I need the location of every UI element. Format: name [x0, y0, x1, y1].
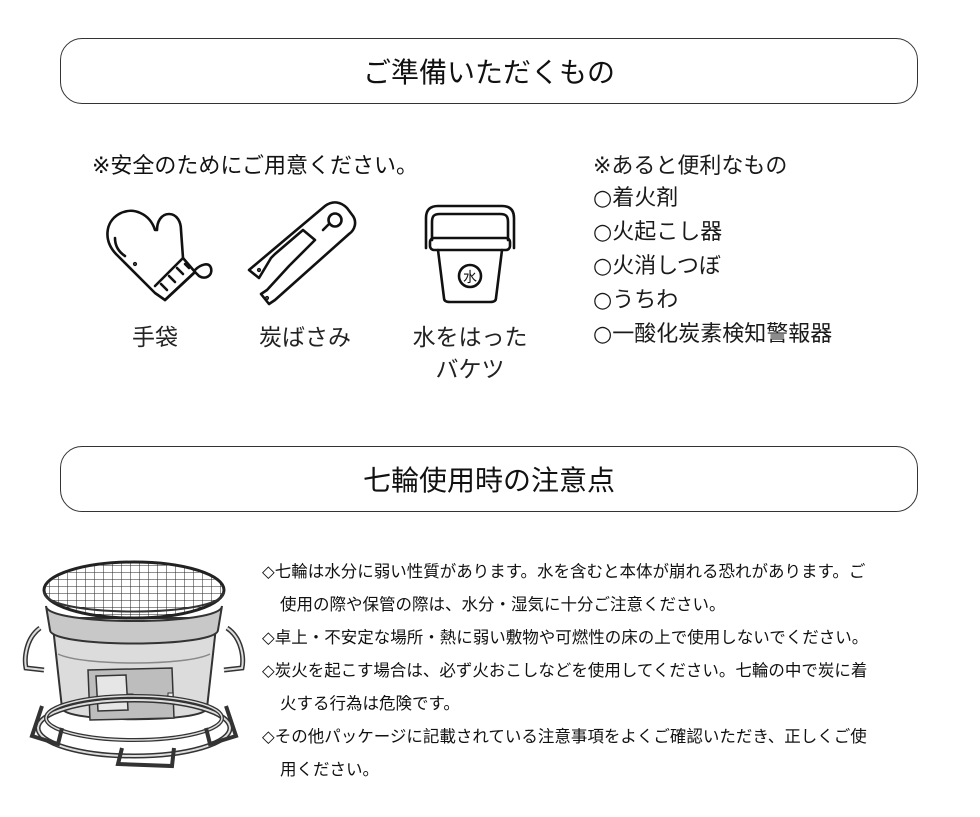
caution-item: ◇その他パッケージに記載されている注意事項をよくご確認いただき、正しくご使 用く…	[262, 720, 942, 786]
caution-text-cont: 使用の際や保管の際は、水分・湿気に十分ご注意ください。	[280, 595, 726, 614]
optional-items-list: ※あると便利なもの ○着火剤 ○火起こし器 ○火消しつぼ ○うちわ ○一酸化炭素…	[593, 148, 832, 352]
caution-text: ◇卓上・不安定な場所・熱に弱い敷物や可燃性の床の上で使用しないでください。	[262, 628, 869, 647]
caution-text-cont: 用ください。	[280, 760, 379, 779]
section-title: ご準備いただくもの	[362, 56, 615, 89]
water-bucket-icon: 水	[424, 204, 516, 304]
precautions-list: ◇七輪は水分に弱い性質があります。水を含むと本体が崩れる恐れがあります。ご 使用…	[262, 555, 942, 786]
caution-text: ◇炭火を起こす場合は、必ず火おこしなどを使用してください。七輪の中で炭に着	[262, 661, 868, 680]
optional-item: ○火消しつぼ	[593, 254, 721, 279]
tool-label-line2: バケツ	[435, 357, 505, 383]
tool-label-line1: 水をはった	[412, 325, 528, 351]
tool-label: 手袋	[132, 325, 178, 351]
section-banner-preparation: ご準備いただくもの	[60, 38, 918, 104]
optional-item: ○うちわ	[593, 288, 679, 313]
safety-note: ※安全のためにご用意ください。	[92, 154, 418, 179]
caution-text: ◇その他パッケージに記載されている注意事項をよくご確認いただき、正しくご使	[262, 727, 867, 746]
caution-item: ◇卓上・不安定な場所・熱に弱い敷物や可燃性の床の上で使用しないでください。	[262, 621, 942, 654]
optional-item: ○一酸化炭素検知警報器	[593, 322, 833, 347]
caution-text: ◇七輪は水分に弱い性質があります。水を含むと本体が崩れる恐れがあります。ご	[262, 562, 866, 581]
caution-text-cont: 火する行為は危険です。	[280, 694, 460, 713]
charcoal-tongs-icon	[247, 201, 357, 306]
optional-item: ○火起こし器	[593, 220, 723, 245]
optional-item: ○着火剤	[593, 186, 679, 211]
required-tools: 手袋 炭ばさみ 水 水をはった バケツ	[90, 200, 560, 400]
optional-items-heading: ※あると便利なもの	[593, 154, 788, 179]
section-title: 七輪使用時の注意点	[362, 464, 615, 497]
oven-mitt-icon	[106, 209, 213, 302]
section-banner-precautions: 七輪使用時の注意点	[60, 446, 918, 512]
tool-water-bucket: 水 水をはった バケツ	[390, 200, 550, 386]
tool-label: 炭ばさみ	[259, 325, 351, 351]
caution-item: ◇炭火を起こす場合は、必ず火おこしなどを使用してください。七輪の中で炭に着 火す…	[262, 654, 942, 720]
caution-item: ◇七輪は水分に弱い性質があります。水を含むと本体が崩れる恐れがあります。ご 使用…	[262, 555, 942, 621]
tool-charcoal-tongs: 炭ばさみ	[240, 200, 370, 354]
svg-text:水: 水	[463, 270, 477, 286]
tool-label: 水をはった バケツ	[390, 322, 550, 386]
tool-oven-mitt: 手袋	[90, 200, 220, 354]
shichirin-grill-illustration	[22, 560, 246, 769]
